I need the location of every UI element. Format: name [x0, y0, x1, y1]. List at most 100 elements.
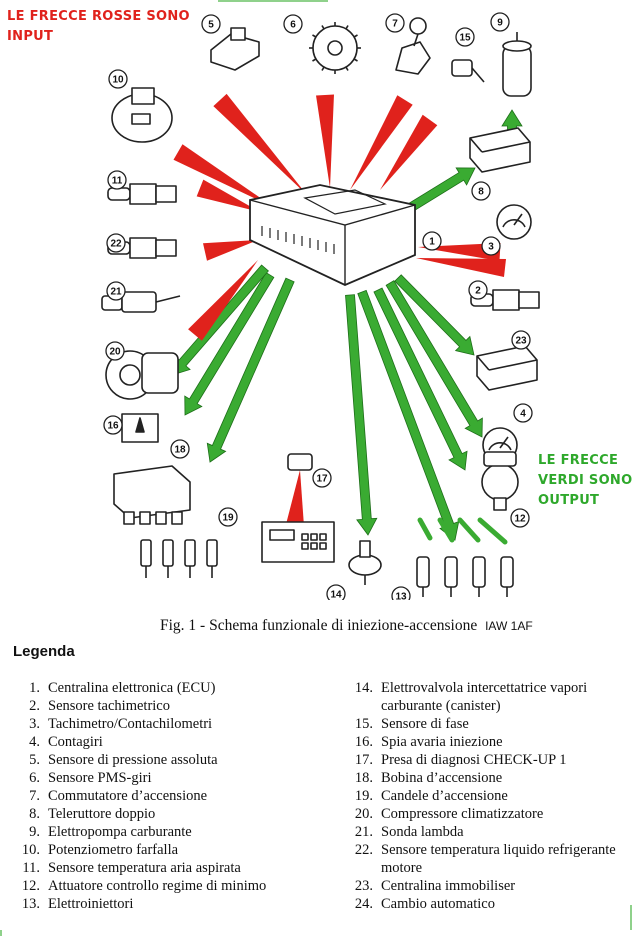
- legend-item-text: Potenziometro farfalla: [48, 842, 179, 858]
- legend-column-left: 1.Centralina elettronica (ECU)2. Sensore …: [10, 679, 332, 913]
- legend-item-number: 18.: [354, 770, 373, 786]
- component-number-text: 16: [107, 421, 119, 432]
- component-7-drawing: [395, 17, 431, 75]
- input-arrows-note: LE FRECCE ROSSE SONO INPUT: [7, 7, 190, 47]
- legend-item: 6.Sensore PMS-giri: [10, 769, 332, 787]
- ecu-unit: [249, 184, 416, 286]
- input-arrow-22: [203, 240, 258, 261]
- component-number-6: 6: [283, 14, 303, 34]
- injector-wire: [457, 517, 481, 543]
- legend-item-number: 24.: [354, 896, 373, 912]
- legend-item-number: 9.: [29, 824, 40, 840]
- legend-item-number: 11.: [22, 860, 40, 876]
- component-18-drawing: [113, 465, 191, 525]
- input-arrow-10: [173, 144, 275, 208]
- legend-item: 16. Spia avaria iniezione: [343, 733, 633, 751]
- injector-wire: [477, 517, 508, 545]
- legend-item-text: Sensore tachimetrico: [48, 698, 170, 714]
- component-23-drawing: [476, 345, 538, 391]
- legend-title: Legenda: [13, 643, 75, 660]
- component-6-drawing: [309, 22, 361, 74]
- component-number-22: 22: [106, 233, 126, 253]
- legend-item-number: 20.: [354, 806, 373, 822]
- component-15-drawing: [451, 59, 485, 83]
- left-border-mark: [0, 930, 2, 936]
- legend-item: 4.Contagiri: [10, 733, 332, 751]
- component-3-drawing: [496, 204, 532, 240]
- legend-item-text: Commutatore d’accensione: [48, 788, 208, 804]
- component-number-18: 18: [170, 439, 190, 459]
- legend-item-number: 17.: [354, 752, 373, 768]
- component-number-text: 4: [520, 409, 526, 420]
- output-arrow-18: [206, 277, 295, 463]
- output-arrow-14: [345, 294, 378, 536]
- component-16-drawing: [121, 413, 159, 443]
- legend-item: 9.Elettropompa carburante: [10, 823, 332, 841]
- legend-item-text: Spia avaria iniezione: [381, 734, 503, 750]
- component-number-text: 7: [392, 19, 398, 30]
- legend-item: 7. Commutatore d’accensione: [10, 787, 332, 805]
- legend-item-number: 23.: [354, 878, 373, 894]
- legend-item-number: 5.: [29, 752, 40, 768]
- legend-item: 24. Cambio automatico: [343, 895, 633, 913]
- output-arrow-4: [385, 280, 483, 438]
- legend-item: 3.Tachimetro/Contachilometri: [10, 715, 332, 733]
- legend-item: 20.Compressore climatizzatore: [343, 805, 633, 823]
- input-arrow-17: [286, 470, 304, 526]
- output-arrow-8: [407, 167, 476, 213]
- output-note-line: LE FRECCE: [538, 453, 619, 468]
- component-number-text: 19: [222, 513, 234, 524]
- legend-item-number: 7.: [29, 788, 40, 804]
- component-number-text: 22: [110, 239, 122, 250]
- component-number-text: 13: [395, 592, 407, 601]
- legend-item-text: Sonda lambda: [381, 824, 464, 840]
- component-12-drawing: [481, 451, 519, 511]
- legend-item-text: Cambio automatico: [381, 896, 495, 912]
- legend-item: 18.Bobina d’accensione: [343, 769, 633, 787]
- legend-item: 14.Elettrovalvola intercettatrice vapori…: [343, 679, 633, 715]
- legend-item-number: 16.: [354, 734, 373, 750]
- component-number-23: 23: [511, 330, 531, 350]
- component-number-21: 21: [106, 281, 126, 301]
- component-number-8: 8: [471, 181, 491, 201]
- component-number-text: 11: [112, 176, 123, 187]
- component-number-2: 2: [468, 280, 488, 300]
- component-number-3: 3: [481, 236, 501, 256]
- output-arrows-note: LE FRECCE VERDI SONO OUTPUT: [538, 451, 634, 511]
- component-number-4: 4: [513, 403, 533, 423]
- input-arrow-7: [350, 95, 413, 190]
- component-number-12: 12: [510, 508, 530, 528]
- output-note-line: VERDI SONO: [538, 473, 633, 488]
- legend-item-text: Presa di diagnosi CHECK-UP 1: [381, 752, 567, 768]
- legend-item: 22. Sensore temperatura liquido refrigera…: [343, 841, 633, 877]
- legend-item-number: 19.: [354, 788, 373, 804]
- component-number-5: 5: [201, 14, 221, 34]
- legend-item: 5.Sensore di pressione assoluta: [10, 751, 332, 769]
- legend-item: 13.Elettroiniettori: [10, 895, 332, 913]
- component-17-drawing: [261, 453, 335, 563]
- component-number-9: 9: [490, 12, 510, 32]
- component-number-text: 21: [110, 287, 122, 298]
- legend-item: 11.Sensore temperatura aria aspirata: [10, 859, 332, 877]
- component-number-text: 10: [112, 75, 124, 86]
- legend-item: 8.Teleruttore doppio: [10, 805, 332, 823]
- legend-item: 12.Attuatore controllo regime di minimo: [10, 877, 332, 895]
- legend-item-text: Centralina elettronica (ECU): [48, 680, 216, 696]
- component-number-16: 16: [103, 415, 123, 435]
- component-number-7: 7: [385, 13, 405, 33]
- output-arrow-12: [373, 287, 468, 471]
- component-5-drawing: [210, 27, 260, 71]
- legend-item: 1.Centralina elettronica (ECU): [10, 679, 332, 697]
- component-number-text: 14: [330, 590, 342, 601]
- component-20-drawing: [105, 350, 179, 400]
- legend-item: 10.Potenziometro farfalla: [10, 841, 332, 859]
- component-number-text: 6: [290, 20, 296, 31]
- legend-item-number: 22.: [354, 842, 373, 858]
- input-arrow-2: [416, 258, 507, 277]
- input-note-line: INPUT: [7, 29, 54, 44]
- component-number-17: 17: [312, 468, 332, 488]
- component-number-14: 14: [326, 584, 346, 601]
- legend-item-text: Sensore temperatura liquido refrigerante…: [381, 842, 616, 876]
- legend-item-number: 2.: [29, 698, 40, 714]
